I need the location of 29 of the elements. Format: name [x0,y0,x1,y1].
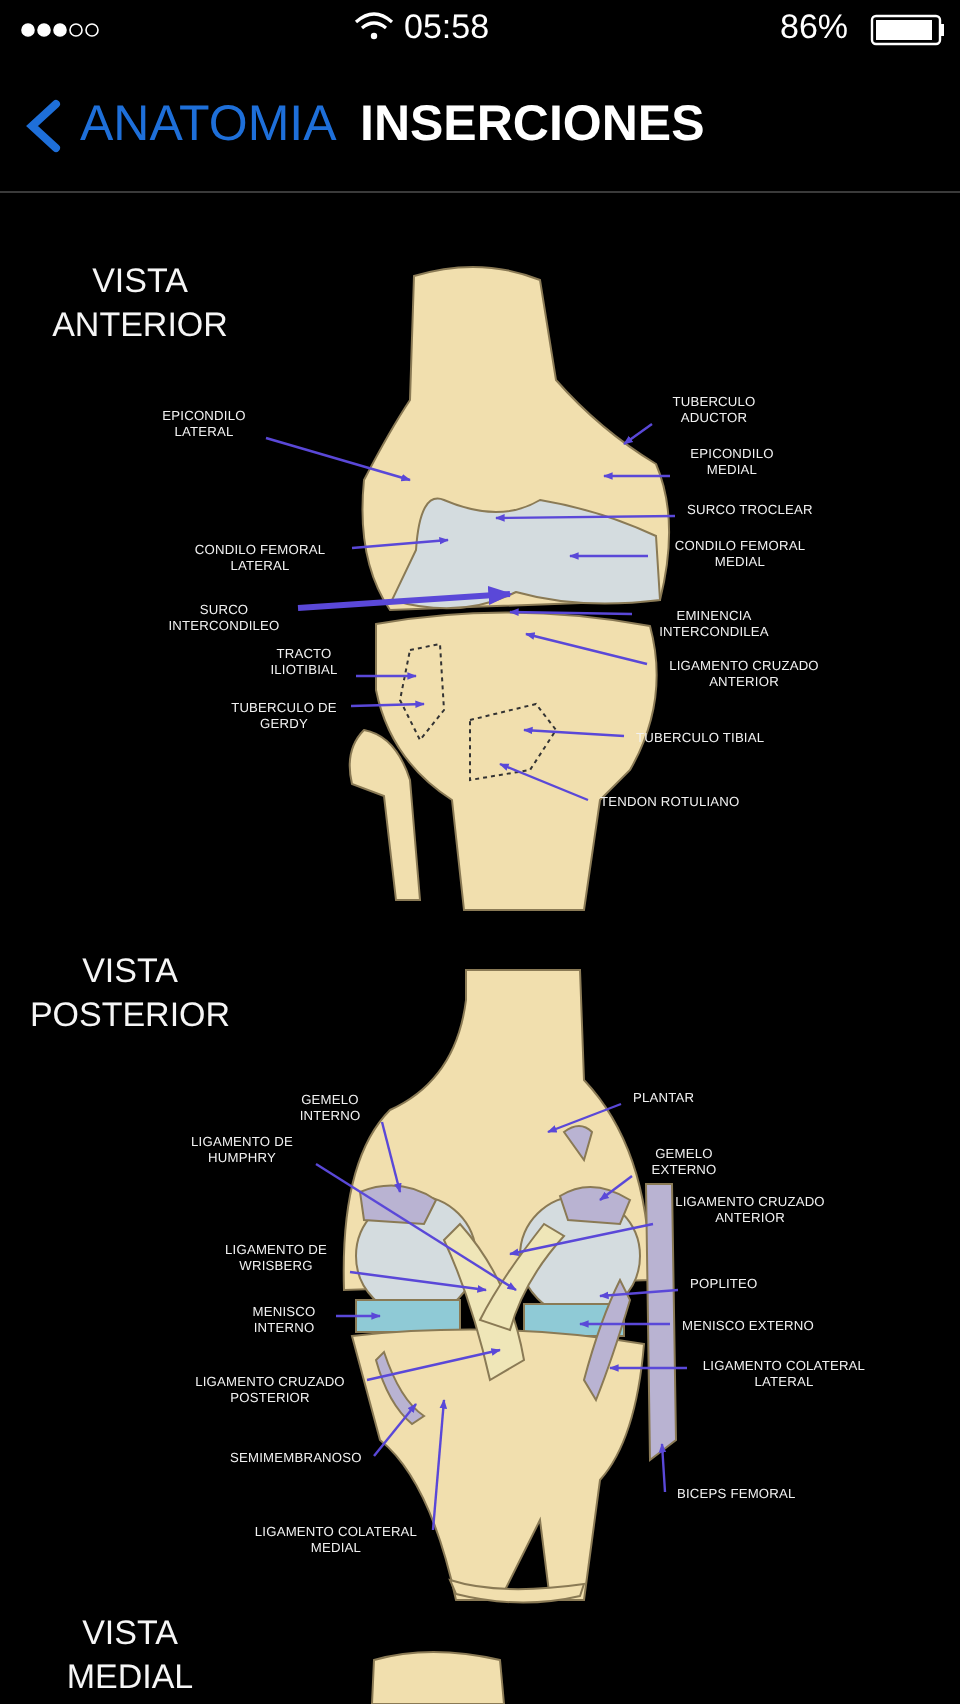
leader-line [336,1312,381,1320]
leader-line [525,632,648,666]
leader-line [623,423,653,445]
leader-line [349,1270,487,1293]
leader-line [499,762,589,802]
leader-line [350,700,425,709]
leader-line [495,514,675,522]
leader-line [579,1320,670,1328]
screen-title: INSERCIONES [360,96,705,154]
leader-line [315,1163,517,1291]
leader-line [658,1443,667,1493]
leader-line [431,1399,448,1531]
view-heading: VISTA ANTERIOR [50,260,230,348]
leader-line [599,1175,633,1201]
leader-line [609,1364,687,1372]
view-heading: VISTA POSTERIOR [27,950,233,1038]
leader-line [599,1288,679,1300]
leader-line [380,1121,402,1193]
back-link: ANATOMIA [80,96,337,154]
leader-line [297,585,513,611]
battery-percentage: 86% [780,8,849,48]
leader-line [356,672,417,680]
leader-line [603,472,670,480]
leader-line [509,608,633,616]
leader-line [265,436,411,482]
clock-time: 05:58 [404,8,490,48]
view-heading: VISTA MEDIAL [64,1612,196,1700]
leader-line [523,726,625,738]
leader-line [569,552,648,560]
